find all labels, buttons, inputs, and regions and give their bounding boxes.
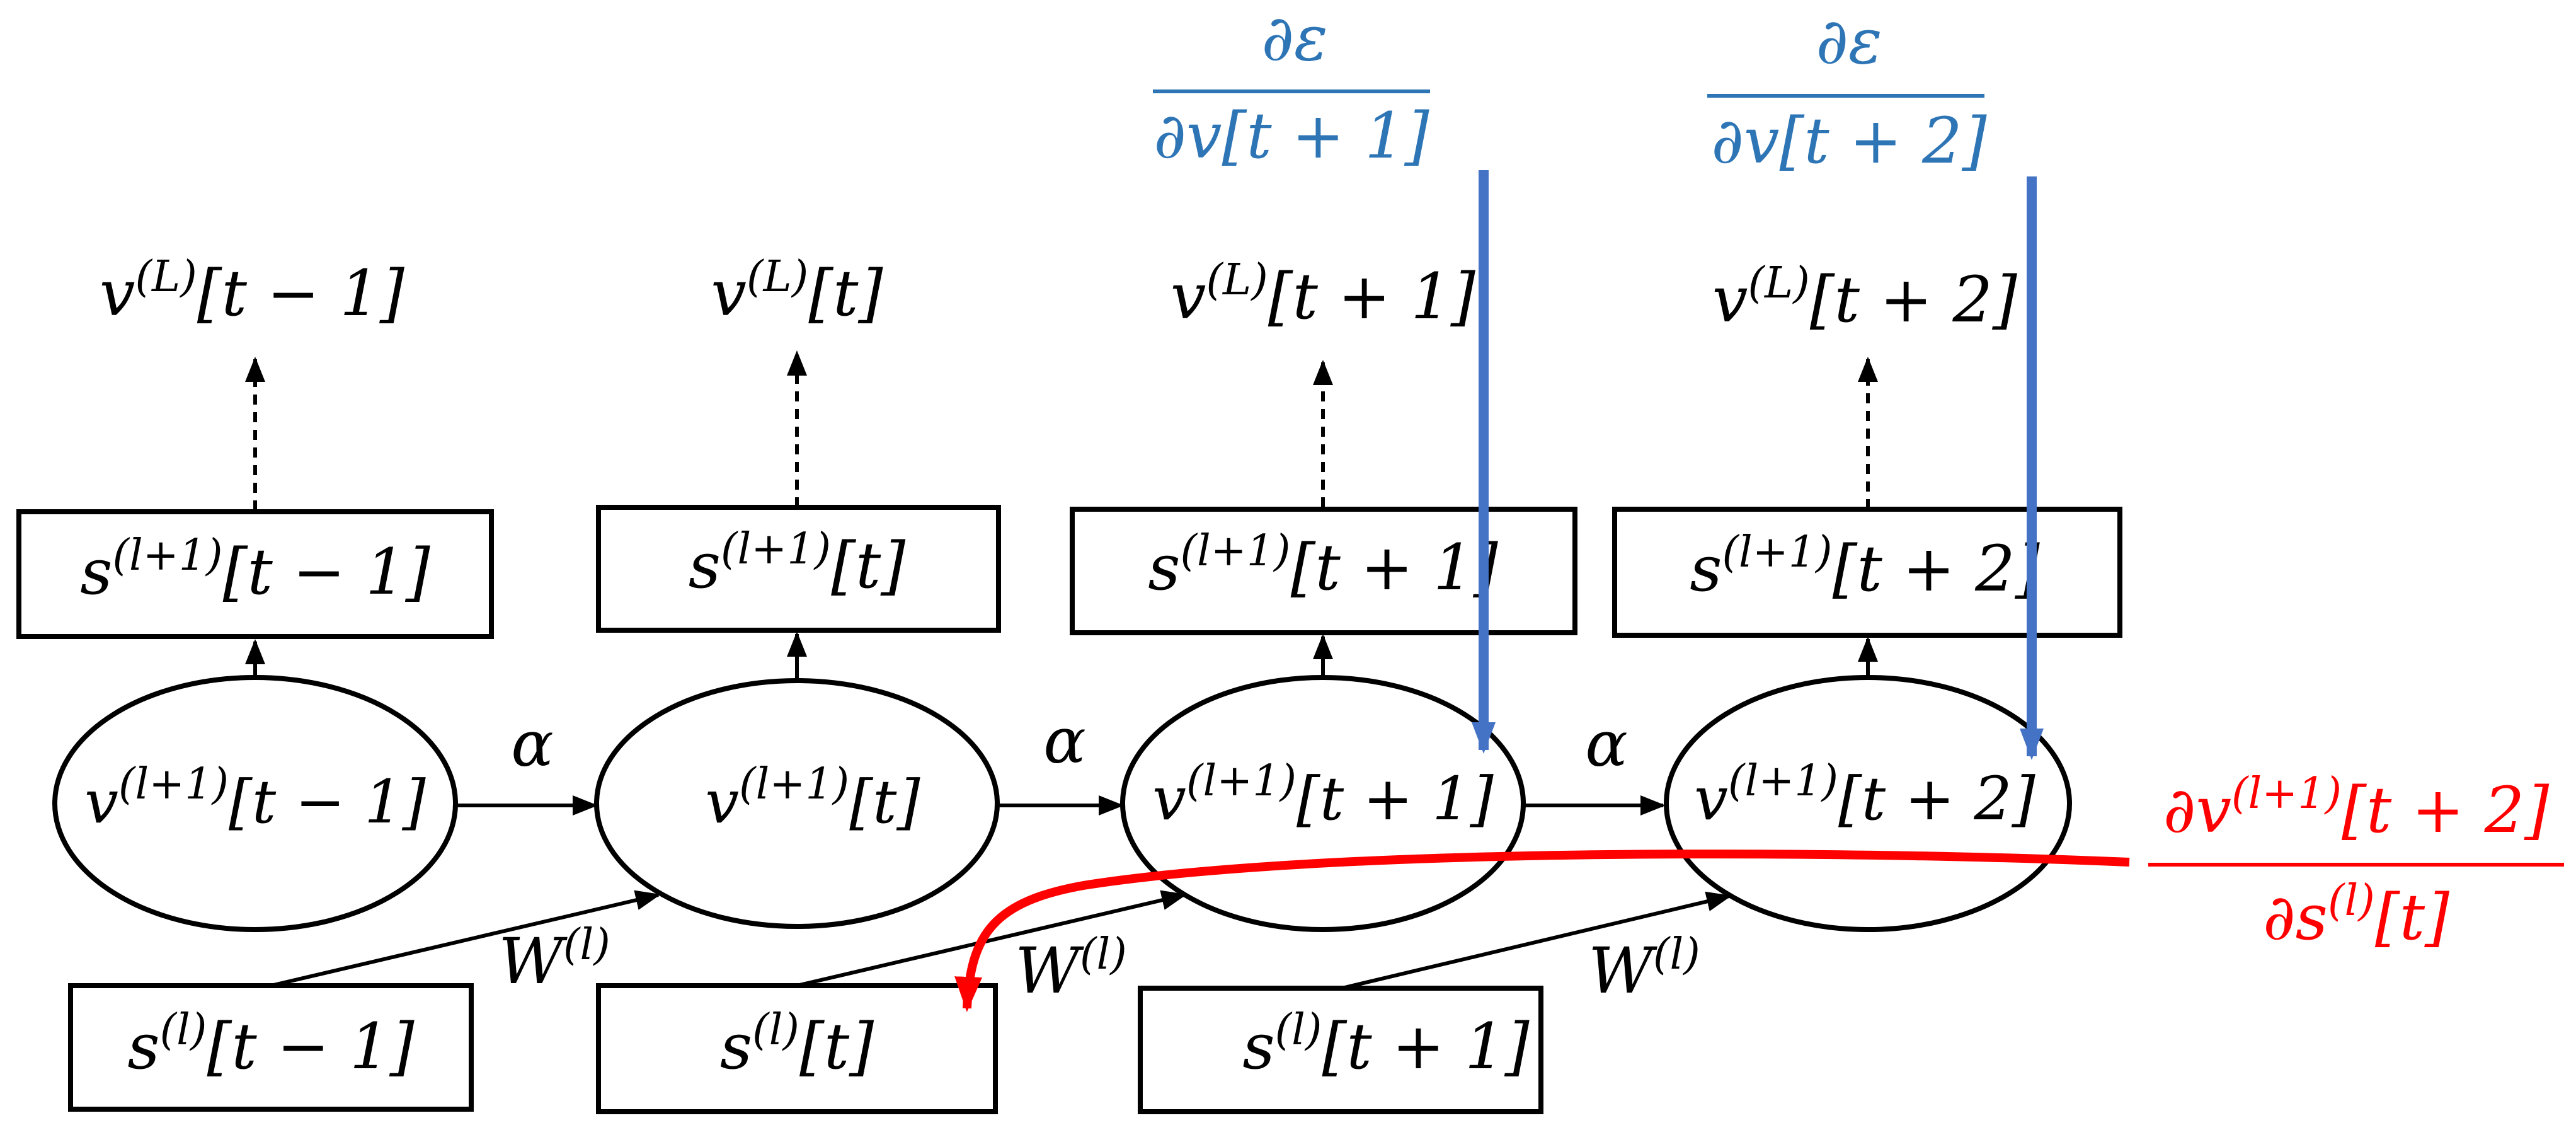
- recurrent-label: α: [1043, 704, 1086, 778]
- lower-spike-box: [596, 983, 998, 1114]
- column-t-plus-2: v(L)[t + 2] s(l+1)[t + 2] v(l+1)[t + 2]: [1612, 258, 2122, 932]
- recurrent-label: α: [511, 707, 554, 781]
- lower-box-label: s(l)[t]: [720, 1005, 874, 1083]
- lower-box-label: s(l)[t − 1]: [127, 1005, 415, 1083]
- column-t: v(L)[t] s(l+1)[t] v(l+1)[t] s(l)[t]: [594, 252, 1001, 1114]
- recurrent-connections: α α α: [457, 704, 1666, 816]
- weight-arrow: [1341, 891, 1732, 990]
- gradient-numerator: ∂ε: [1816, 4, 1882, 78]
- upper-box-label: s(l+1)[t + 1]: [1148, 526, 1499, 604]
- output-label: v(L)[t + 2]: [1712, 258, 2018, 337]
- neuron-membrane-node: [52, 675, 458, 932]
- neuron-label: v(l+1)[t]: [705, 759, 920, 837]
- upper-spike-box: [1070, 507, 1577, 635]
- neuron-label: v(l+1)[t − 1]: [84, 759, 426, 837]
- lower-spike-box: [1138, 986, 1543, 1114]
- gradient-denominator: ∂s(l)[t]: [2263, 876, 2450, 954]
- recurrent-label: α: [1585, 707, 1628, 781]
- lower-spike-box: [68, 983, 474, 1112]
- error-gradient-t-plus-2: ∂ε ∂v[t + 2]: [1707, 4, 2044, 760]
- upper-box-label: s(l+1)[t + 2]: [1690, 527, 2041, 606]
- error-gradient-t-plus-1: ∂ε ∂v[t + 1]: [1153, 1, 1496, 754]
- neuron-membrane-node: [1664, 675, 2072, 932]
- output-label: v(L)[t − 1]: [100, 252, 405, 330]
- upper-spike-box: [596, 505, 1001, 633]
- column-t-minus-1: v(L)[t − 1] s(l+1)[t − 1] v(l+1)[t − 1] …: [16, 252, 494, 1112]
- column-t-plus-1: v(L)[t + 1] s(l+1)[t + 1] v(l+1)[t + 1] …: [1070, 255, 1577, 1114]
- temporal-gradient: ∂v(l+1)[t + 2] ∂s(l)[t]: [954, 769, 2564, 1012]
- weight-label: W(l): [498, 920, 610, 998]
- gradient-numerator: ∂ε: [1261, 1, 1327, 75]
- weight-label: W(l): [1015, 930, 1127, 1008]
- output-label: v(L)[t]: [711, 252, 884, 330]
- weight-connections: W(l) W(l) W(l): [270, 890, 1732, 1008]
- gradient-denominator: ∂v[t + 2]: [1711, 104, 1987, 178]
- neuron-label: v(l+1)[t + 2]: [1694, 756, 2035, 834]
- upper-spike-box: [16, 509, 494, 639]
- gradient-numerator: ∂v(l+1)[t + 2]: [2163, 769, 2550, 847]
- weight-arrow: [270, 890, 661, 988]
- neuron-label: v(l+1)[t + 1]: [1152, 756, 1494, 834]
- weight-label: W(l): [1588, 930, 1700, 1008]
- upper-box-label: s(l+1)[t − 1]: [80, 531, 431, 609]
- temporal-gradient-arrow: [954, 850, 2130, 1012]
- weight-arrow: [796, 890, 1187, 988]
- lower-box-label: s(l)[t + 1]: [1242, 1005, 1530, 1083]
- gradient-denominator: ∂v[t + 1]: [1153, 99, 1429, 173]
- upper-box-label: s(l+1)[t]: [689, 524, 907, 602]
- output-label: v(L)[t + 1]: [1171, 255, 1476, 333]
